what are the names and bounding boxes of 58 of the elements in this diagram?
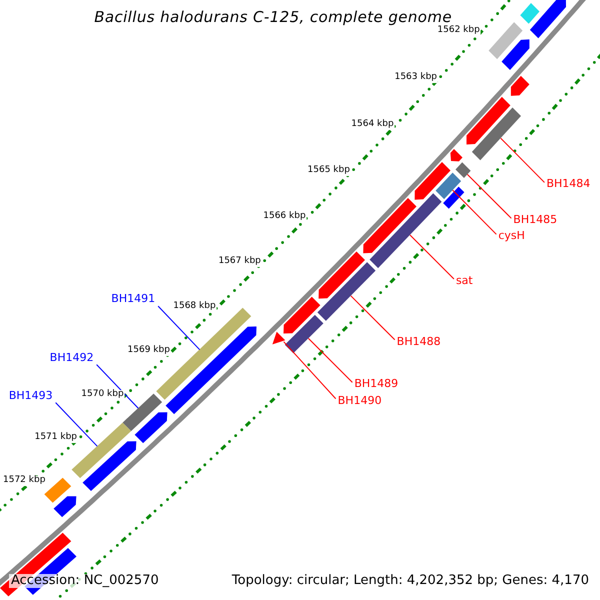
leader-line [283,341,336,400]
gene-feature [510,76,530,96]
gene-feature [82,441,136,491]
gene-feature [134,412,168,444]
gene-label: BH1490 [338,394,382,407]
leader-line [410,234,454,280]
leader-line [158,306,200,350]
tick-label: 1564 kbp [350,120,395,130]
tick-label: 1565 kbp [306,166,351,176]
gene-feature [414,162,450,200]
leader-line [350,295,396,340]
tick-label: 1569 kbp [126,346,171,356]
gene-feature [466,96,510,144]
gene-feature [520,3,540,24]
leader-line [55,402,98,447]
gene-label: cysH [498,230,525,242]
leader-line [452,190,497,235]
gene-label: BH1484 [546,178,590,191]
gene-feature [472,108,521,160]
gene-feature [284,314,324,354]
gene-feature [488,22,523,60]
gene-feature [443,186,464,209]
leader-line [500,138,545,183]
gene-feature [370,193,442,268]
gene-feature [284,296,320,334]
tick-label: 1567 kbp [217,256,262,267]
gene-feature [272,332,286,344]
gene-feature [54,496,76,518]
title: Bacillus halodurans C-125, complete genome [94,9,452,26]
genome-stats-label: Topology: circular; Length: 4,202,352 bp; Genes: 4,170 [230,574,591,588]
gene-feature [363,198,416,254]
leader-line [466,174,512,219]
leader-line [308,338,353,383]
gene-label: BH1491 [111,293,156,306]
gene-label: BH1485 [513,214,558,226]
gene-label: sat [456,274,473,288]
gene-label: BH1488 [396,336,441,348]
gene-feature [318,252,365,299]
accession-label: Accession: NC_002570 [9,574,161,588]
gene-feature [456,162,471,178]
gene-feature [502,39,530,70]
leader-line [96,364,139,409]
tick-label: 1562 kbp [436,26,481,36]
gene-label: BH1492 [50,352,94,364]
tick-label: 1566 kbp [262,212,307,222]
gene-feature [317,262,376,321]
gene-feature [44,478,72,503]
gene-feature [122,394,162,432]
gene-label: BH1493 [8,390,53,402]
tick-label: 1572 kbp [2,476,46,486]
gene-feature [450,149,462,162]
gene-feature [530,0,566,38]
tick-label: 1563 kbp [394,73,438,83]
tick-label: 1570 kbp [80,390,125,400]
tick-label: 1571 kbp [34,433,78,443]
tick-label: 1568 kbp [172,302,217,312]
gene-label: BH1489 [354,378,398,390]
gene-feature [436,172,462,200]
